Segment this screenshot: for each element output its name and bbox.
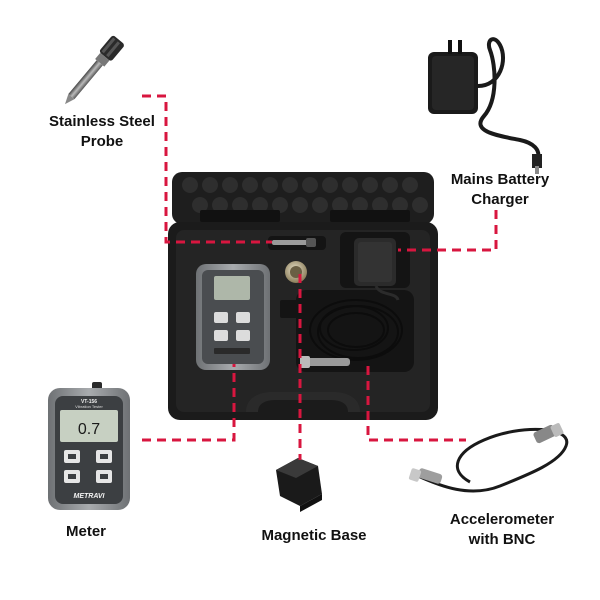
meter-reading-text: 0.7 <box>78 421 100 438</box>
mains-battery-charger-image <box>428 37 542 174</box>
accelerometer-with-bnc-image <box>408 423 569 493</box>
mains-battery-charger-label: Mains Battery Charger <box>440 170 560 210</box>
meter-brand-text: METRAVI <box>74 493 106 500</box>
charger-label-line-1: Mains Battery <box>450 171 550 188</box>
carrying-case-image <box>168 172 438 420</box>
accelerometer-label: Accelerometer with BNC <box>428 510 576 550</box>
meter-subtitle-text: Vibration Tester <box>75 404 103 409</box>
charger-label-line-2: Charger <box>471 191 529 208</box>
connector-lines <box>142 94 498 460</box>
magnetic-base-label: Magnetic Base <box>261 527 367 544</box>
accelerometer-label-line-2: with BNC <box>468 531 536 548</box>
stainless-steel-probe-image <box>65 35 124 105</box>
meter-label: Meter <box>65 523 106 540</box>
accelerometer-connector-line <box>366 366 466 442</box>
probe-label-line-2: Probe <box>80 133 124 150</box>
charger-connector-line <box>398 210 498 252</box>
accelerometer-label-line-1: Accelerometer <box>449 511 555 528</box>
meter-model-text: VT-156 <box>81 399 97 405</box>
magnetic-base-image <box>276 458 322 512</box>
stainless-steel-probe-label: Stainless Steel Probe <box>38 112 166 152</box>
meter-image <box>48 382 130 510</box>
meter-connector-line <box>142 364 236 442</box>
probe-label-line-1: Stainless Steel <box>49 113 155 130</box>
probe-connector-line <box>142 94 272 244</box>
